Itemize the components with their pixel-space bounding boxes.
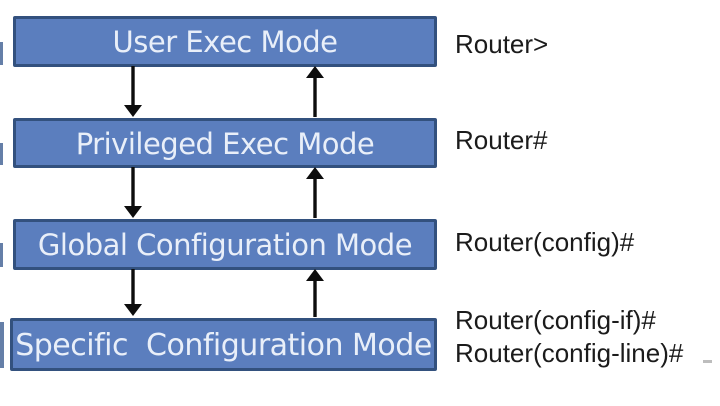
prompt-label-config-line: Router(config-line)# (455, 338, 684, 368)
up-arrow-icon (306, 66, 324, 117)
down-arrow-icon (124, 269, 142, 316)
edge-artifact (0, 42, 3, 65)
up-arrow-icon (306, 269, 324, 317)
prompt-label-user-exec: Router> (455, 29, 549, 59)
mode-box-privileged-exec-label: Privileged Exec Mode (75, 126, 375, 161)
mode-box-specific-configuration: Specific Configuration Mode (10, 318, 437, 371)
stray-mark (703, 360, 712, 363)
mode-box-privileged-exec: Privileged Exec Mode (13, 118, 437, 168)
mode-box-specific-configuration-label: Specific Configuration Mode (15, 327, 432, 363)
down-arrow-icon (124, 167, 142, 218)
edge-artifact (0, 322, 4, 368)
mode-box-global-configuration: Global Configuration Mode (13, 219, 437, 270)
prompt-label-specific-config: Router(config-if)# Router(config-line)# (455, 304, 683, 370)
edge-artifact (0, 243, 3, 267)
down-arrow-icon (124, 66, 142, 117)
prompt-label-global-config: Router(config)# (455, 227, 635, 257)
prompt-label-privileged-exec: Router# (455, 125, 548, 155)
up-arrow-icon (306, 167, 324, 218)
mode-box-user-exec: User Exec Mode (13, 16, 437, 67)
mode-box-user-exec-label: User Exec Mode (112, 25, 338, 59)
edge-artifact (0, 143, 3, 165)
mode-box-global-configuration-label: Global Configuration Mode (37, 228, 413, 262)
prompt-label-config-if: Router(config-if)# (455, 305, 656, 335)
